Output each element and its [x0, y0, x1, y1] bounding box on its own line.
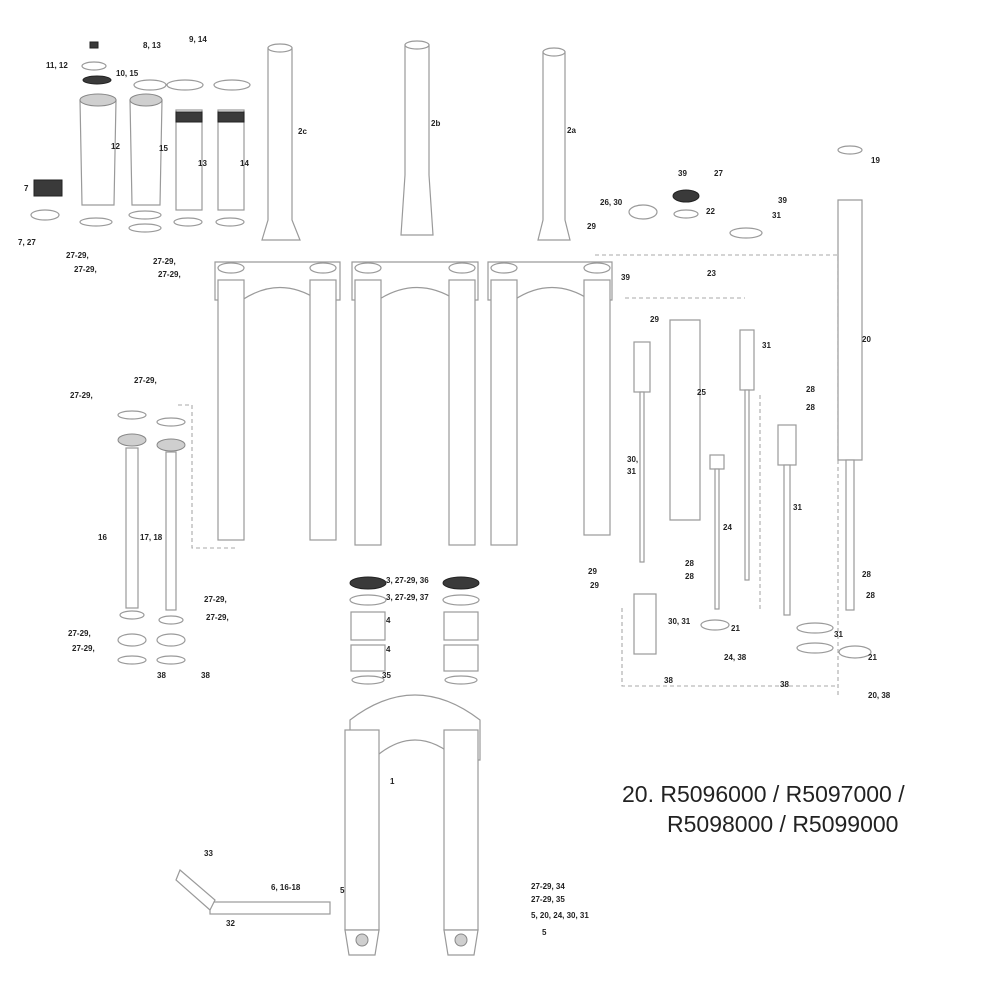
callout-27-29-f: 27-29, — [70, 391, 93, 400]
callout-38-a: 38 — [157, 671, 166, 680]
callout-5-a: 5 — [340, 886, 345, 895]
callout-28-f: 28 — [866, 591, 875, 600]
callout-27-29-34: 27-29, 34 — [531, 882, 565, 891]
callout-2c: 2c — [298, 127, 307, 136]
callout-7-27: 7, 27 — [18, 238, 36, 247]
callout-39-b: 39 — [778, 196, 787, 205]
thru-axle — [175, 868, 331, 915]
callout-21-b: 21 — [868, 653, 877, 662]
callout-27-29-e: 27-29, — [134, 376, 157, 385]
callout-27-29-d: 27-29, — [158, 270, 181, 279]
callout-3-37: 3, 27-29, 37 — [386, 593, 429, 602]
callout-28-e: 28 — [862, 570, 871, 579]
callout-29-d: 29 — [590, 581, 599, 590]
callout-23: 23 — [707, 269, 716, 278]
caption-line-2: R5098000 / R5099000 — [667, 811, 899, 837]
crown-steerer-2b — [351, 40, 479, 546]
callout-27-29-35: 27-29, 35 — [531, 895, 565, 904]
callout-27-29-b: 27-29, — [74, 265, 97, 274]
callout-1: 1 — [390, 777, 395, 786]
callout-26-30: 26, 30 — [600, 198, 623, 207]
damper-shafts-left — [117, 404, 236, 665]
crown-steerer-2a — [487, 47, 613, 546]
callout-27-29-h: 27-29, — [206, 613, 229, 622]
callout-5-b: 5 — [542, 928, 547, 937]
callout-29-b: 29 — [650, 315, 659, 324]
callout-11-12: 11, 12 — [46, 61, 68, 70]
callout-9-14: 9, 14 — [189, 35, 207, 44]
callout-4-a: 4 — [386, 616, 391, 625]
callout-24-38: 24, 38 — [724, 653, 747, 662]
callout-4-b: 4 — [386, 645, 391, 654]
callout-32: 32 — [226, 919, 235, 928]
callout-27-29-i: 27-29, — [68, 629, 91, 638]
callout-30-31-a: 30, 31 — [668, 617, 691, 626]
damper-right-group — [595, 145, 872, 698]
callout-30-31-b: 30, — [627, 455, 638, 464]
crown-steerer-2c — [214, 43, 341, 541]
callout-12: 12 — [111, 142, 120, 151]
callout-31-c: 31 — [793, 503, 802, 512]
callout-27-29-c: 27-29, — [153, 257, 176, 266]
callout-20: 20 — [862, 335, 871, 344]
callout-7: 7 — [24, 184, 29, 193]
seal-stack — [349, 576, 480, 685]
callout-27-29-j: 27-29, — [72, 644, 95, 653]
callout-2b: 2b — [431, 119, 440, 128]
callout-31-b: 31 — [762, 341, 771, 350]
callout-8-13: 8, 13 — [143, 41, 161, 50]
callout-30-31-c: 31 — [627, 467, 636, 476]
callout-14: 14 — [240, 159, 249, 168]
callout-27-29-g: 27-29, — [204, 595, 227, 604]
lower-legs — [344, 694, 481, 956]
callout-31-a: 31 — [772, 211, 781, 220]
callout-29-c: 29 — [588, 567, 597, 576]
callout-10-15: 10, 15 — [116, 69, 139, 78]
callout-39-c: 39 — [621, 273, 630, 282]
callout-38-d: 38 — [780, 680, 789, 689]
callout-25: 25 — [697, 388, 706, 397]
callout-20-38: 20, 38 — [868, 691, 891, 700]
callout-33: 33 — [204, 849, 213, 858]
callout-15: 15 — [159, 144, 168, 153]
callout-27-29-a: 27-29, — [66, 251, 89, 260]
callout-13: 13 — [198, 159, 207, 168]
callout-28-a: 28 — [806, 385, 815, 394]
callout-16: 16 — [98, 533, 107, 542]
callout-28-b: 28 — [806, 403, 815, 412]
callout-2a: 2a — [567, 126, 576, 135]
top-caps-group — [30, 41, 251, 233]
callout-39-a: 39 — [678, 169, 687, 178]
callout-17-18: 17, 18 — [140, 533, 163, 542]
callout-22: 22 — [706, 207, 715, 216]
callout-31-d: 31 — [834, 630, 843, 639]
callout-38-c: 38 — [664, 676, 673, 685]
callout-19: 19 — [871, 156, 880, 165]
callout-35-a: 35 — [382, 671, 391, 680]
callout-24: 24 — [723, 523, 732, 532]
caption-line-1: 20. R5096000 / R5097000 / — [622, 781, 905, 807]
callout-21-a: 21 — [731, 624, 740, 633]
callout-29-a: 29 — [587, 222, 596, 231]
callout-27: 27 — [714, 169, 723, 178]
callout-38-b: 38 — [201, 671, 210, 680]
callout-28-c: 28 — [685, 559, 694, 568]
callout-28-d: 28 — [685, 572, 694, 581]
part-number-caption: 20. R5096000 / R5097000 / R5098000 / R50… — [622, 779, 992, 839]
callout-6-16-18: 6, 16-18 — [271, 883, 301, 892]
callout-5-20-24-30-31: 5, 20, 24, 30, 31 — [531, 911, 589, 920]
callout-3-36: 3, 27-29, 36 — [386, 576, 429, 585]
